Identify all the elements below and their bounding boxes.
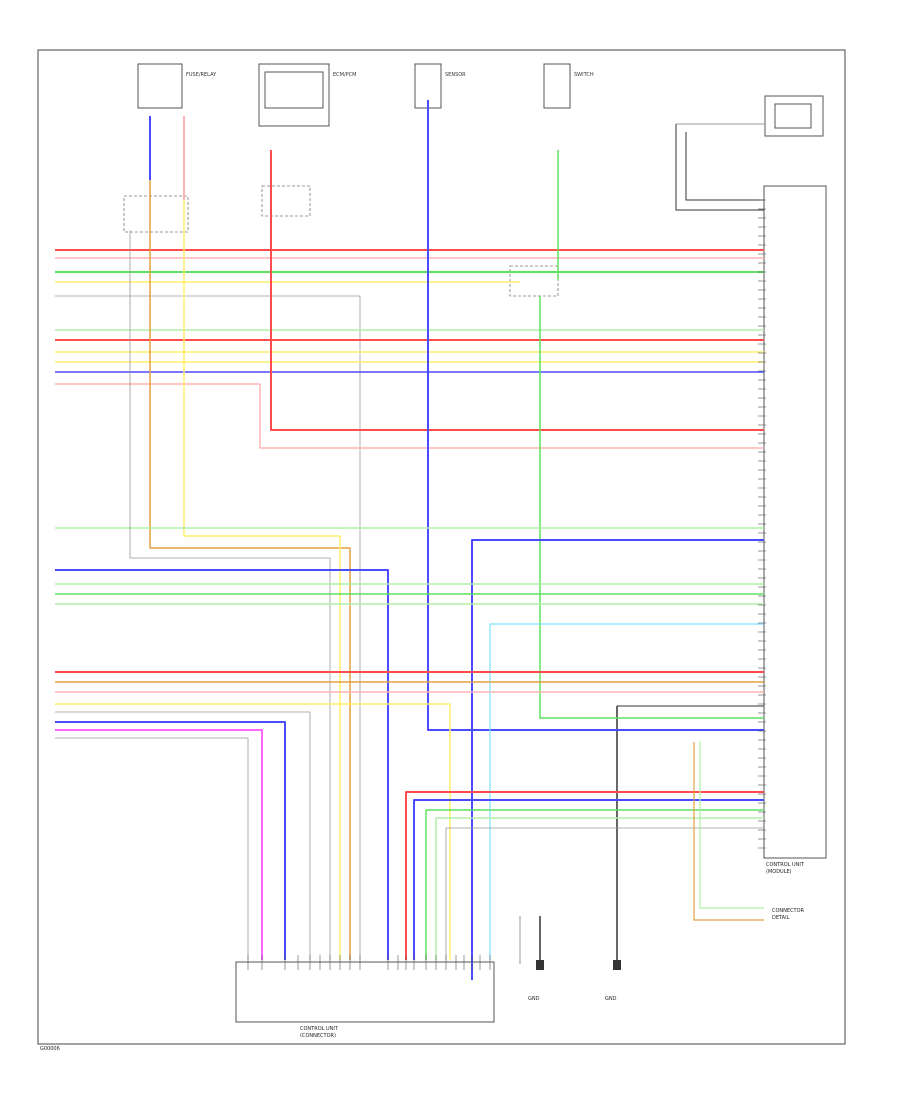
wire-yellow-main bbox=[183, 200, 341, 960]
component-sublabel: FUSE/RELAY bbox=[186, 72, 217, 78]
wire-blue-mid bbox=[471, 539, 764, 980]
wire-pink-2 bbox=[55, 383, 764, 449]
bottom-right-note-1: CONNECTOR bbox=[772, 908, 805, 914]
bottom-connector-caption-2: (CONNECTOR) bbox=[300, 1033, 336, 1039]
top-component-sensor: SENSOR bbox=[414, 63, 466, 109]
top-component-fuse-relay: FUSE/RELAY bbox=[137, 63, 217, 109]
wire-green-right bbox=[699, 742, 764, 909]
figure-code: G00006 bbox=[40, 1046, 60, 1052]
wire-green-center bbox=[539, 296, 764, 719]
wire-gray-b1 bbox=[445, 827, 764, 960]
ground-right: GND bbox=[605, 706, 621, 1002]
component-sublabel: ECM/PCM bbox=[333, 72, 356, 78]
wire-blue-sensor bbox=[427, 100, 764, 731]
wire-red-ecm bbox=[270, 150, 764, 431]
wire-lightgreen-b1 bbox=[435, 817, 764, 960]
wire-gauge-loop-2 bbox=[685, 132, 764, 201]
wire-blue-3 bbox=[55, 569, 389, 960]
top-component-ecm: ECM/PCM bbox=[258, 63, 356, 127]
ground-left: GND bbox=[528, 916, 544, 1002]
wire-blue-4 bbox=[55, 721, 286, 960]
wire-blue-b1 bbox=[413, 799, 764, 960]
wire-harness bbox=[55, 100, 764, 980]
bottom-control-connector bbox=[235, 961, 495, 1023]
junction-box-center bbox=[509, 265, 559, 297]
ground-right-caption: GND bbox=[605, 996, 617, 1002]
diagram-frame bbox=[37, 49, 846, 1045]
wire-gray-4a bbox=[55, 711, 311, 960]
component-sublabel: SWITCH bbox=[574, 72, 594, 78]
component-sublabel: SENSOR bbox=[445, 72, 466, 78]
top-component-gauge bbox=[764, 95, 824, 137]
ground-left-caption: GND bbox=[528, 996, 540, 1002]
wire-orange-right bbox=[693, 742, 764, 921]
relay-left bbox=[123, 195, 189, 233]
right-module-caption-1: CONTROL UNIT bbox=[766, 862, 805, 868]
top-component-switch: SWITCH bbox=[543, 63, 594, 109]
wire-yellow-4 bbox=[55, 703, 451, 960]
right-control-module bbox=[763, 185, 827, 859]
wire-gray-1 bbox=[55, 295, 361, 960]
bottom-connector-caption-1: CONTROL UNIT bbox=[300, 1026, 339, 1032]
wire-gray-4b bbox=[55, 737, 249, 960]
bottom-right-note-2: DETAIL bbox=[772, 915, 790, 921]
wire-green-b1 bbox=[425, 809, 764, 960]
wire-gauge-loop-1 bbox=[675, 124, 764, 211]
wire-cyan-3 bbox=[489, 623, 764, 960]
wire-red-b1 bbox=[405, 791, 764, 960]
wire-gray-mid bbox=[129, 230, 331, 960]
relay-middle bbox=[261, 185, 311, 217]
right-module-caption-2: (MODULE) bbox=[766, 869, 792, 875]
wire-orange-main bbox=[149, 180, 351, 960]
wire-magenta-4 bbox=[55, 729, 263, 960]
connector-pins bbox=[247, 199, 766, 970]
